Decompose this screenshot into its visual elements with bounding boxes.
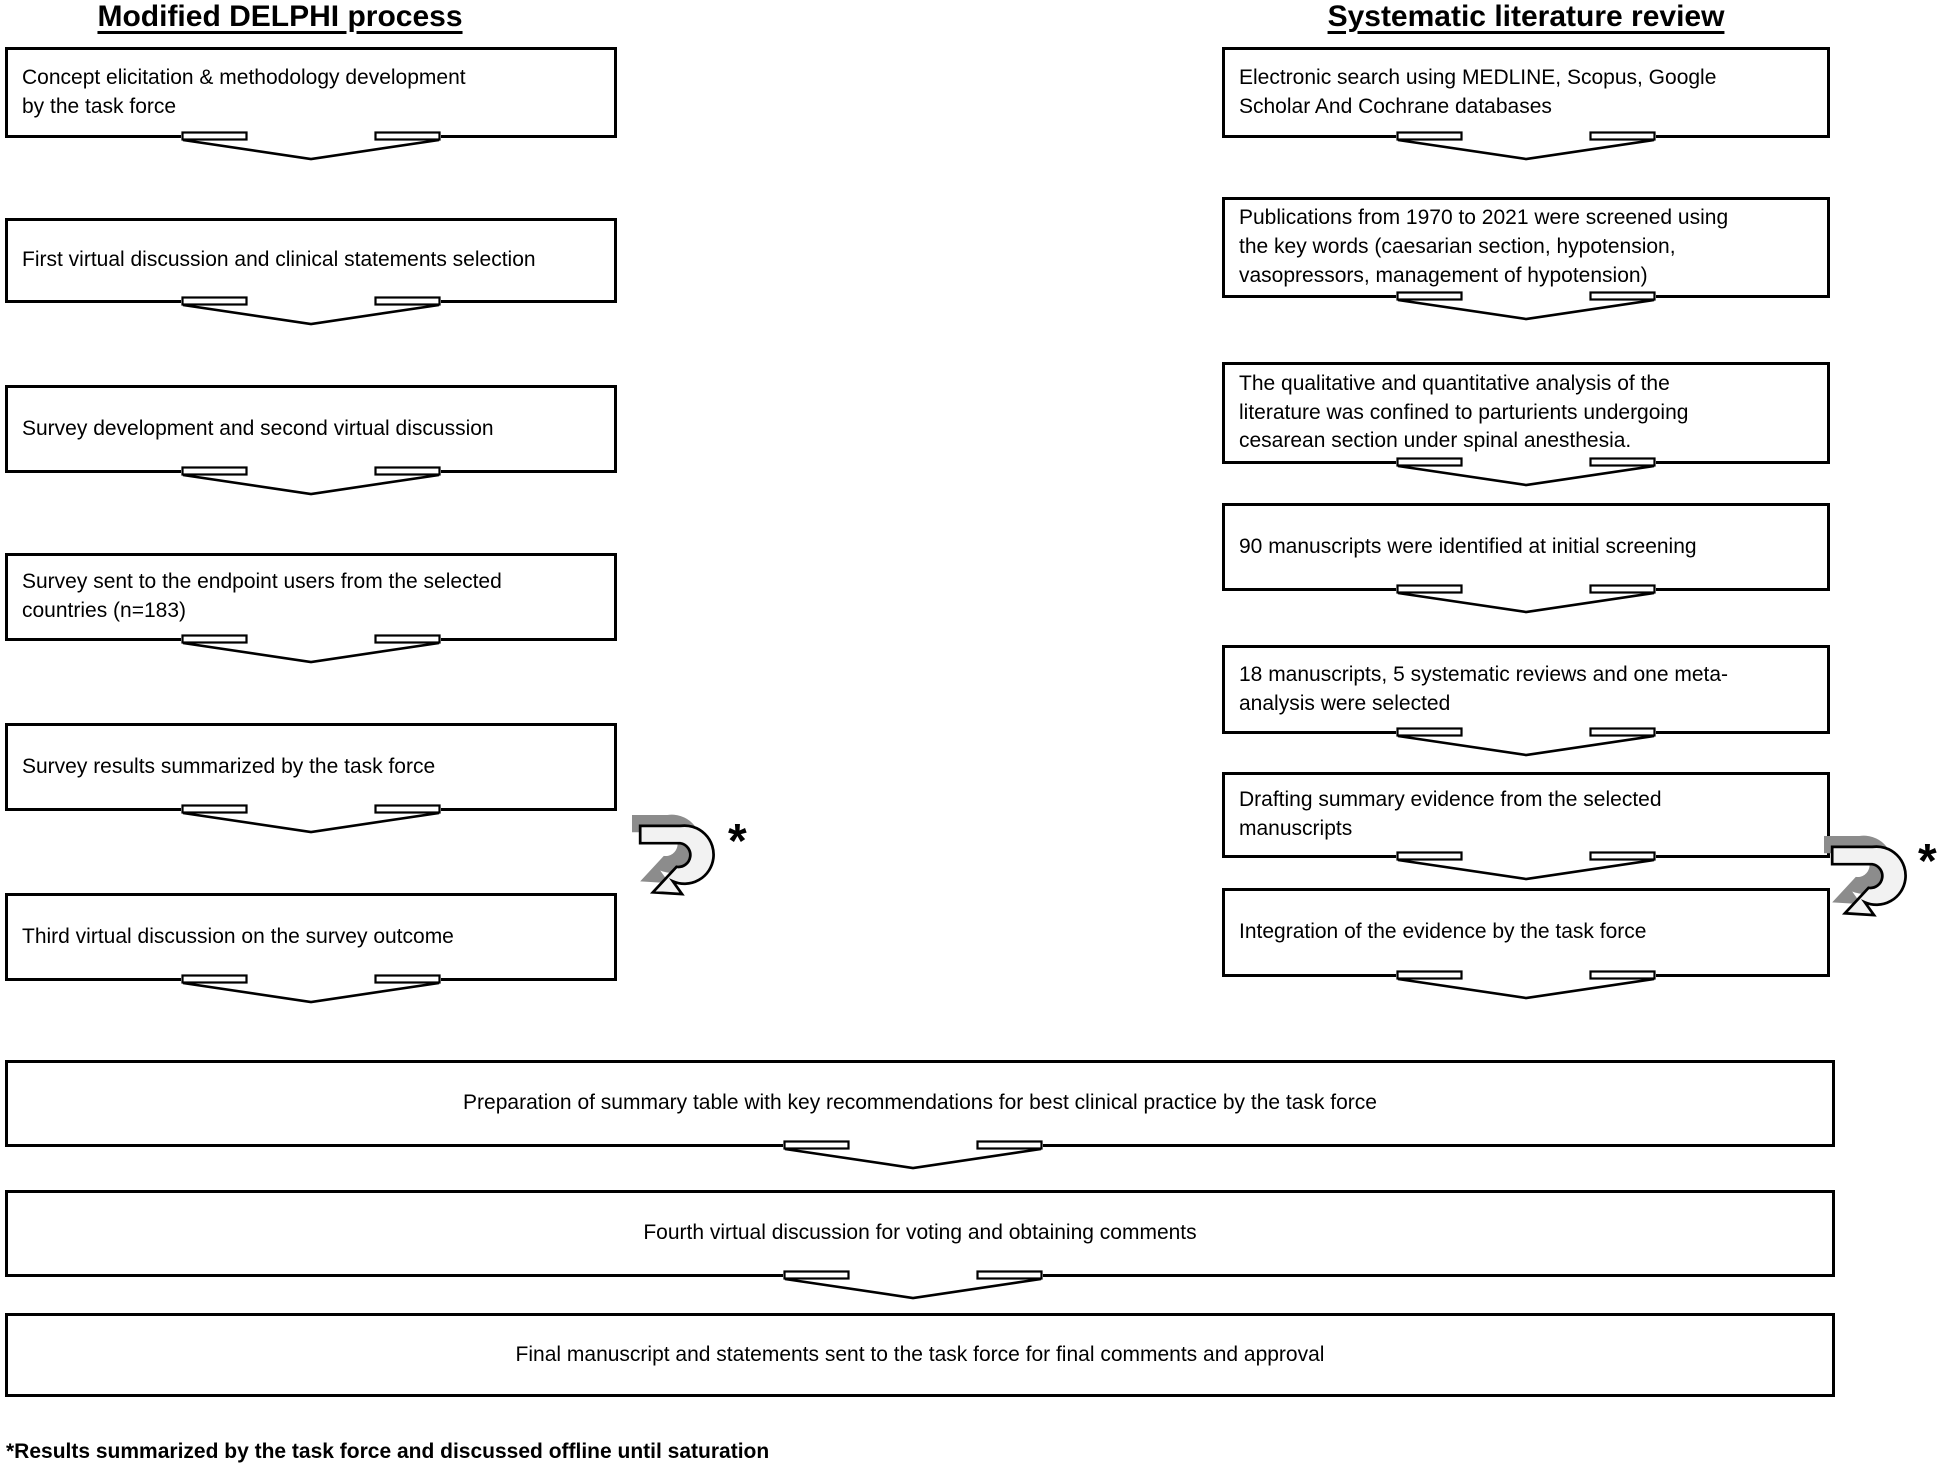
down-chevron-arrow <box>1396 291 1656 321</box>
box-text: Survey sent to the endpoint users from t… <box>22 570 502 622</box>
down-chevron-arrow <box>1396 851 1656 881</box>
down-chevron-arrow <box>1396 457 1656 487</box>
box-90-manuscripts: 90 manuscripts were identified at initia… <box>1222 503 1830 591</box>
box-text: Integration of the evidence by the task … <box>1239 920 1647 944</box>
box-survey-results: Survey results summarized by the task fo… <box>5 723 617 811</box>
box-text: Publications from 1970 to 2021 were scre… <box>1239 206 1729 287</box>
box-concept-elicitation: Concept elicitation & methodology develo… <box>5 47 617 138</box>
asterisk-annotation: * <box>1918 835 1937 888</box>
down-chevron-arrow <box>1396 727 1656 757</box>
box-first-virtual-discussion: First virtual discussion and clinical st… <box>5 218 617 303</box>
down-chevron-arrow <box>1396 131 1656 161</box>
box-text: Third virtual discussion on the survey o… <box>22 924 454 948</box>
box-18-manuscripts: 18 manuscripts, 5 systematic reviews and… <box>1222 645 1830 734</box>
left-column-title: Modified DELPHI process <box>97 0 463 33</box>
box-text: Survey development and second virtual di… <box>22 416 494 440</box>
down-chevron-arrow <box>783 1140 1043 1170</box>
down-chevron-arrow <box>181 974 441 1004</box>
box-survey-development: Survey development and second virtual di… <box>5 385 617 473</box>
box-publications-screened: Publications from 1970 to 2021 were scre… <box>1222 197 1830 298</box>
box-preparation-summary-table: Preparation of summary table with key re… <box>5 1060 1835 1147</box>
box-text: Final manuscript and statements sent to … <box>515 1342 1325 1366</box>
box-final-manuscript: Final manuscript and statements sent to … <box>5 1313 1835 1397</box>
down-chevron-arrow <box>181 634 441 664</box>
box-electronic-search: Electronic search using MEDLINE, Scopus,… <box>1222 47 1830 138</box>
box-survey-sent: Survey sent to the endpoint users from t… <box>5 553 617 641</box>
loop-arrow-icon <box>632 805 732 905</box>
box-text: Concept elicitation & methodology develo… <box>22 65 466 118</box>
box-third-virtual-discussion: Third virtual discussion on the survey o… <box>5 893 617 981</box>
asterisk-annotation: * <box>728 815 747 868</box>
box-text: Drafting summary evidence from the selec… <box>1239 788 1662 840</box>
box-text: 90 manuscripts were identified at initia… <box>1239 534 1697 558</box>
down-chevron-arrow <box>1396 584 1656 614</box>
down-chevron-arrow <box>181 131 441 161</box>
down-chevron-arrow <box>1396 970 1656 1000</box>
down-chevron-arrow <box>181 466 441 496</box>
right-column-title: Systematic literature review <box>1327 0 1725 33</box>
box-text: Preparation of summary table with key re… <box>463 1091 1377 1115</box>
box-text: 18 manuscripts, 5 systematic reviews and… <box>1239 662 1729 715</box>
down-chevron-arrow <box>181 804 441 834</box>
box-integration-evidence: Integration of the evidence by the task … <box>1222 888 1830 977</box>
box-text: First virtual discussion and clinical st… <box>22 248 536 272</box>
box-fourth-virtual-discussion: Fourth virtual discussion for voting and… <box>5 1190 1835 1277</box>
loop-arrow-icon <box>1824 826 1924 926</box>
box-qualitative-analysis: The qualitative and quantitative analysi… <box>1222 362 1830 464</box>
box-text: Survey results summarized by the task fo… <box>22 754 436 778</box>
footnote: *Results summarized by the task force an… <box>6 1440 770 1463</box>
box-text: Electronic search using MEDLINE, Scopus,… <box>1239 65 1717 118</box>
down-chevron-arrow <box>181 296 441 326</box>
box-text: The qualitative and quantitative analysi… <box>1239 371 1689 453</box>
down-chevron-arrow <box>783 1270 1043 1300</box>
box-drafting-summary: Drafting summary evidence from the selec… <box>1222 772 1830 858</box>
box-text: Fourth virtual discussion for voting and… <box>643 1221 1197 1245</box>
